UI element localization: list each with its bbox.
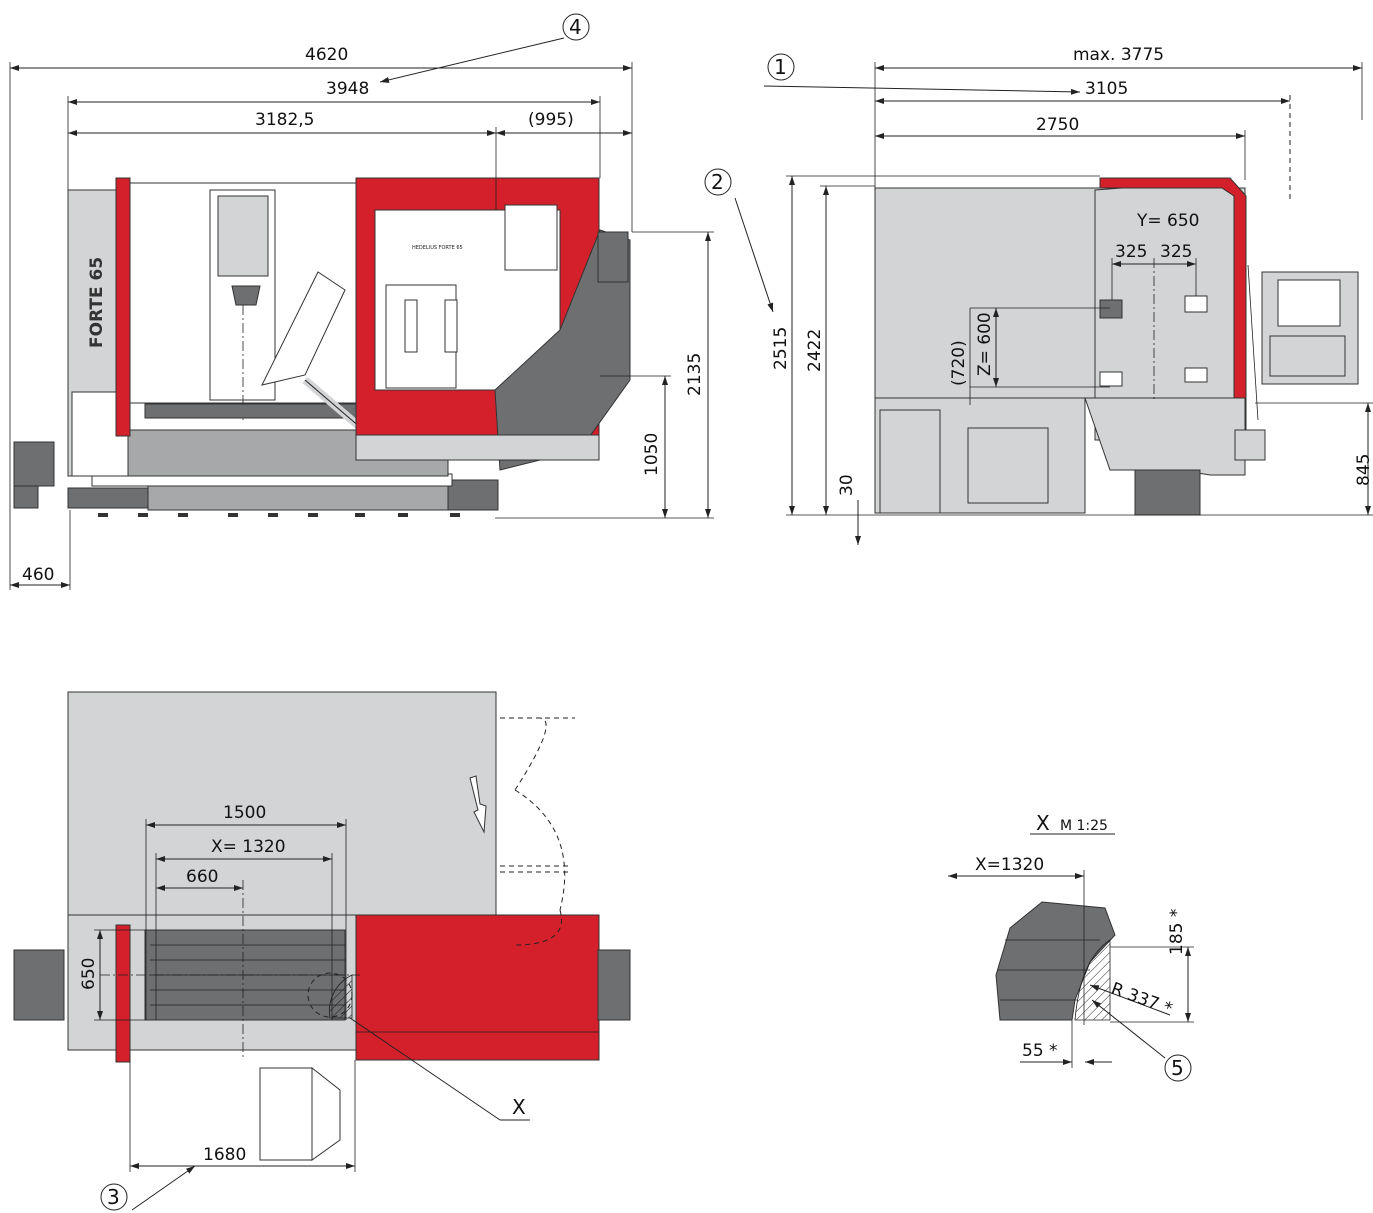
callout-5	[1164, 1054, 1192, 1082]
dim-y650: Y= 650	[1136, 211, 1199, 231]
dim-2422: 2422	[805, 329, 825, 372]
detail-185: 185 *	[1167, 909, 1187, 955]
dim-30: 30	[837, 474, 857, 496]
dim-max3775: max. 3775	[1073, 45, 1164, 65]
detail-x: X M 1:25 X=1320 185 * R 337 * 55 * 5	[948, 811, 1194, 1082]
dim-650: 650	[79, 958, 99, 990]
side-view: max. 3775 3105 2750 2515 2422 30 845 325…	[704, 45, 1373, 545]
dim-x1320: X= 1320	[211, 837, 286, 857]
top-view: 1500 X= 1320 660 650 1680 X 3	[13, 691, 631, 1211]
callout-4	[562, 13, 590, 41]
dim-3105: 3105	[1085, 79, 1128, 99]
dim-2515: 2515	[771, 327, 791, 370]
callout-4-label: 4	[569, 15, 582, 39]
detail-title: X	[1036, 811, 1050, 835]
callout-1-label: 1	[774, 55, 787, 79]
callout-1	[767, 53, 795, 81]
callout-5-label: 5	[1171, 1056, 1184, 1080]
callout-3	[100, 1183, 128, 1211]
callout-2-label: 2	[711, 170, 724, 194]
dim-845: 845	[1354, 454, 1373, 486]
dim-325a: 325	[1115, 242, 1147, 262]
dim-1500: 1500	[223, 803, 266, 823]
dim-z600: Z= 600	[975, 312, 995, 376]
detail-55: 55 *	[1022, 1041, 1058, 1061]
brand-label: FORTE 65	[87, 257, 107, 348]
detail-marker-x: X	[512, 1095, 526, 1119]
dim-2135: 2135	[685, 353, 705, 396]
detail-r337: R 337 *	[1108, 979, 1175, 1020]
callout-3-label: 3	[107, 1185, 120, 1209]
dim-995: (995)	[528, 110, 574, 130]
dim-1680: 1680	[203, 1145, 246, 1165]
dim-2750: 2750	[1036, 115, 1079, 135]
dim-4620: 4620	[305, 45, 348, 65]
dim-460: 460	[22, 565, 54, 585]
dim-1050: 1050	[642, 433, 662, 476]
door-label: HEDELIUS FORTE 65	[412, 245, 463, 251]
dim-3948: 3948	[326, 79, 369, 99]
detail-x1320: X=1320	[975, 855, 1044, 875]
dim-3182: 3182,5	[255, 110, 314, 130]
dim-720: (720)	[949, 340, 969, 386]
detail-scale: M 1:25	[1060, 818, 1108, 834]
dim-325b: 325	[1160, 242, 1192, 262]
callout-2	[704, 168, 732, 196]
front-view: FORTE 65 HEDELIUS FORTE 65 4620 3948 318…	[9, 13, 714, 590]
dim-660: 660	[186, 867, 218, 887]
